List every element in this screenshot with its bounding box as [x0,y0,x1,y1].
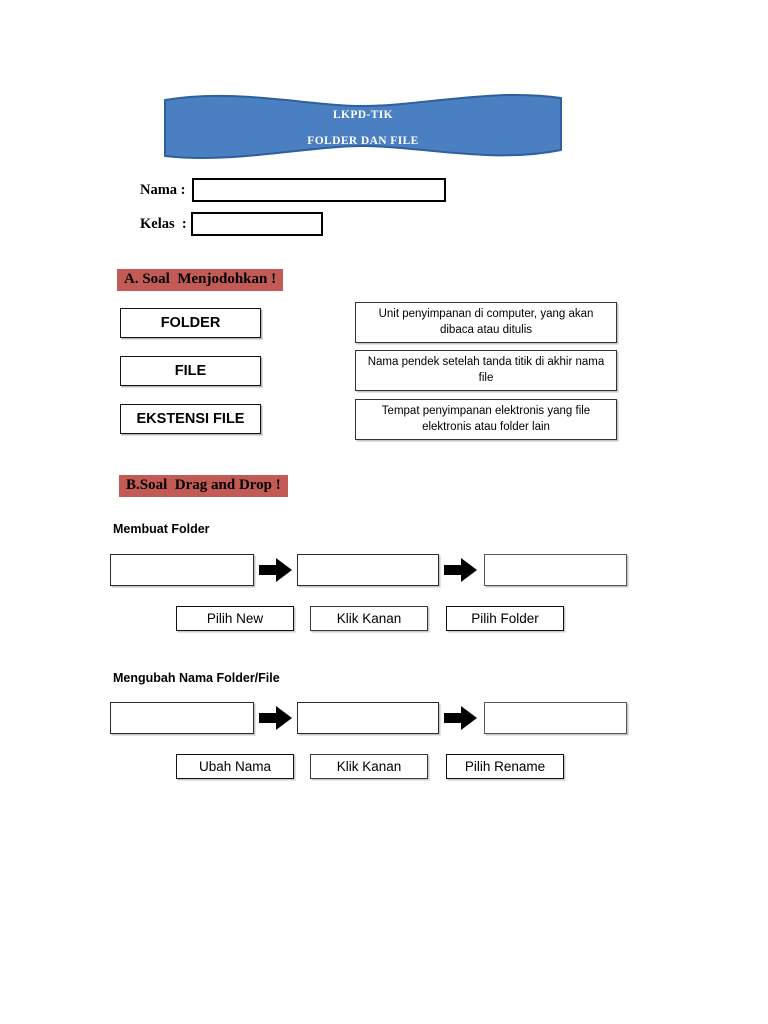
exercise-1-option-klik-kanan[interactable]: Klik Kanan [310,606,428,631]
exercise-1-slot-3[interactable] [484,554,627,586]
exercise-2-option-ubah-nama[interactable]: Ubah Nama [176,754,294,779]
banner-ribbon-shape [164,93,562,160]
exercise-2-slot-1[interactable] [110,702,254,734]
exercise-2-slot-3[interactable] [484,702,627,734]
right-arrow-icon [259,706,292,730]
term-box-ekstensi-file[interactable]: EKSTENSI FILE [120,404,261,434]
definition-box-2[interactable]: Nama pendek setelah tanda titik di akhir… [355,350,617,391]
section-b-heading: B.Soal Drag and Drop ! [119,475,288,498]
term-box-folder[interactable]: FOLDER [120,308,261,338]
title-banner: LKPD-TIK FOLDER DAN FILE [157,84,569,172]
right-arrow-icon [444,558,477,582]
right-arrow-icon [259,558,292,582]
exercise-1-slot-1[interactable] [110,554,254,586]
definition-box-1[interactable]: Unit penyimpanan di computer, yang akan … [355,302,617,343]
term-box-file[interactable]: FILE [120,356,261,386]
exercise-1-option-pilih-folder[interactable]: Pilih Folder [446,606,564,631]
class-field-row: Kelas : [140,212,323,236]
class-input[interactable] [190,212,323,236]
name-label: Nama : [140,181,186,198]
name-input[interactable] [191,178,446,202]
exercise-1-slot-2[interactable] [297,554,439,586]
section-a-heading: A. Soal Menjodohkan ! [117,269,284,292]
exercise-2-slot-2[interactable] [297,702,439,734]
right-arrow-icon [444,706,477,730]
name-field-row: Nama : [140,178,446,202]
exercise-2-option-klik-kanan[interactable]: Klik Kanan [310,754,428,779]
class-label: Kelas : [140,215,187,232]
definition-box-3[interactable]: Tempat penyimpanan elektronis yang file … [355,399,617,440]
exercise-1-option-pilih-new[interactable]: Pilih New [176,606,294,631]
exercise-2-title: Mengubah Nama Folder/File [113,671,280,685]
exercise-1-title: Membuat Folder [113,522,210,536]
exercise-2-option-pilih-rename[interactable]: Pilih Rename [446,754,564,779]
